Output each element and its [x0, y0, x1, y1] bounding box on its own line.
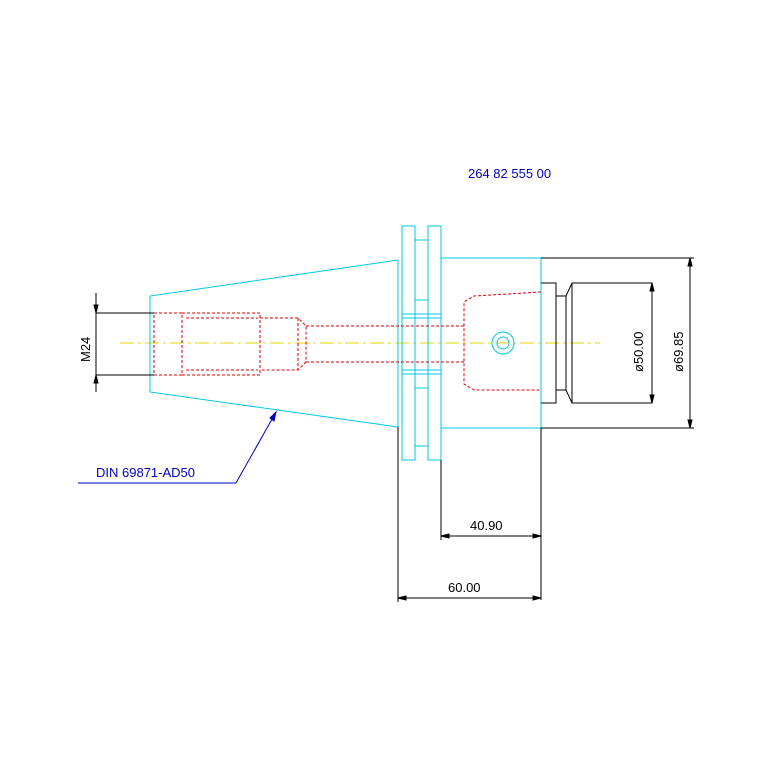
- flange: [401, 225, 542, 461]
- dimension-outer-diameter: [541, 257, 694, 429]
- dimension-length-long: [397, 427, 542, 602]
- dimension-length-short: [440, 428, 542, 600]
- standard-leader: [78, 410, 277, 484]
- outer-diameter-label: ø69.85: [671, 332, 686, 372]
- length-long-label: 60.00: [448, 580, 481, 595]
- length-short-label: 40.90: [470, 518, 503, 533]
- dimension-thread: [93, 293, 154, 392]
- dimension-inner-diameter: [649, 282, 655, 404]
- drive-hole: [491, 331, 515, 355]
- thread-label: M24: [78, 337, 93, 362]
- inner-diameter-label: ø50.00: [631, 332, 646, 372]
- taper-shank: [149, 259, 399, 428]
- hidden-bore: [153, 291, 542, 391]
- standard-label: DIN 69871-AD50: [96, 465, 195, 480]
- part-number: 264 82 555 00: [468, 166, 551, 181]
